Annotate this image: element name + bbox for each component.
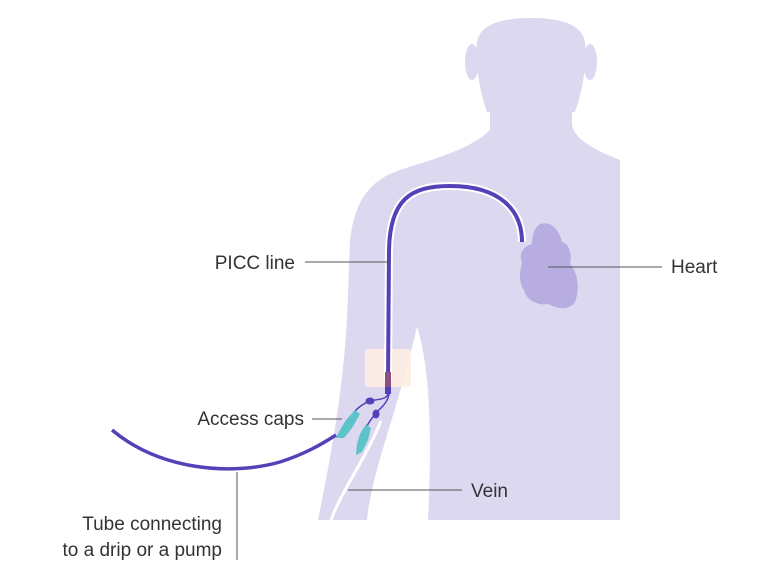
access-cap-2 xyxy=(356,424,371,455)
connector xyxy=(385,387,391,394)
label-picc-line: PICC line xyxy=(215,253,295,274)
picc-line xyxy=(386,183,524,381)
label-tube-line1: Tube connecting xyxy=(82,514,222,535)
leader-lines xyxy=(236,261,662,560)
label-tube-line2: to a drip or a pump xyxy=(63,540,222,561)
clamp-1 xyxy=(365,397,375,405)
vein xyxy=(329,420,383,521)
drip-tube xyxy=(110,428,337,471)
head xyxy=(476,18,586,112)
label-heart: Heart xyxy=(671,257,718,278)
label-access-caps: Access caps xyxy=(197,409,304,430)
access-cap-1 xyxy=(336,410,360,438)
torso-and-arm xyxy=(318,100,620,520)
heart-shape xyxy=(520,223,578,309)
clamp-2 xyxy=(372,409,380,419)
right-ear xyxy=(583,44,597,80)
left-ear xyxy=(465,44,479,80)
label-vein: Vein xyxy=(471,481,508,502)
body-silhouette xyxy=(318,18,620,520)
catheter-hub xyxy=(385,372,391,388)
